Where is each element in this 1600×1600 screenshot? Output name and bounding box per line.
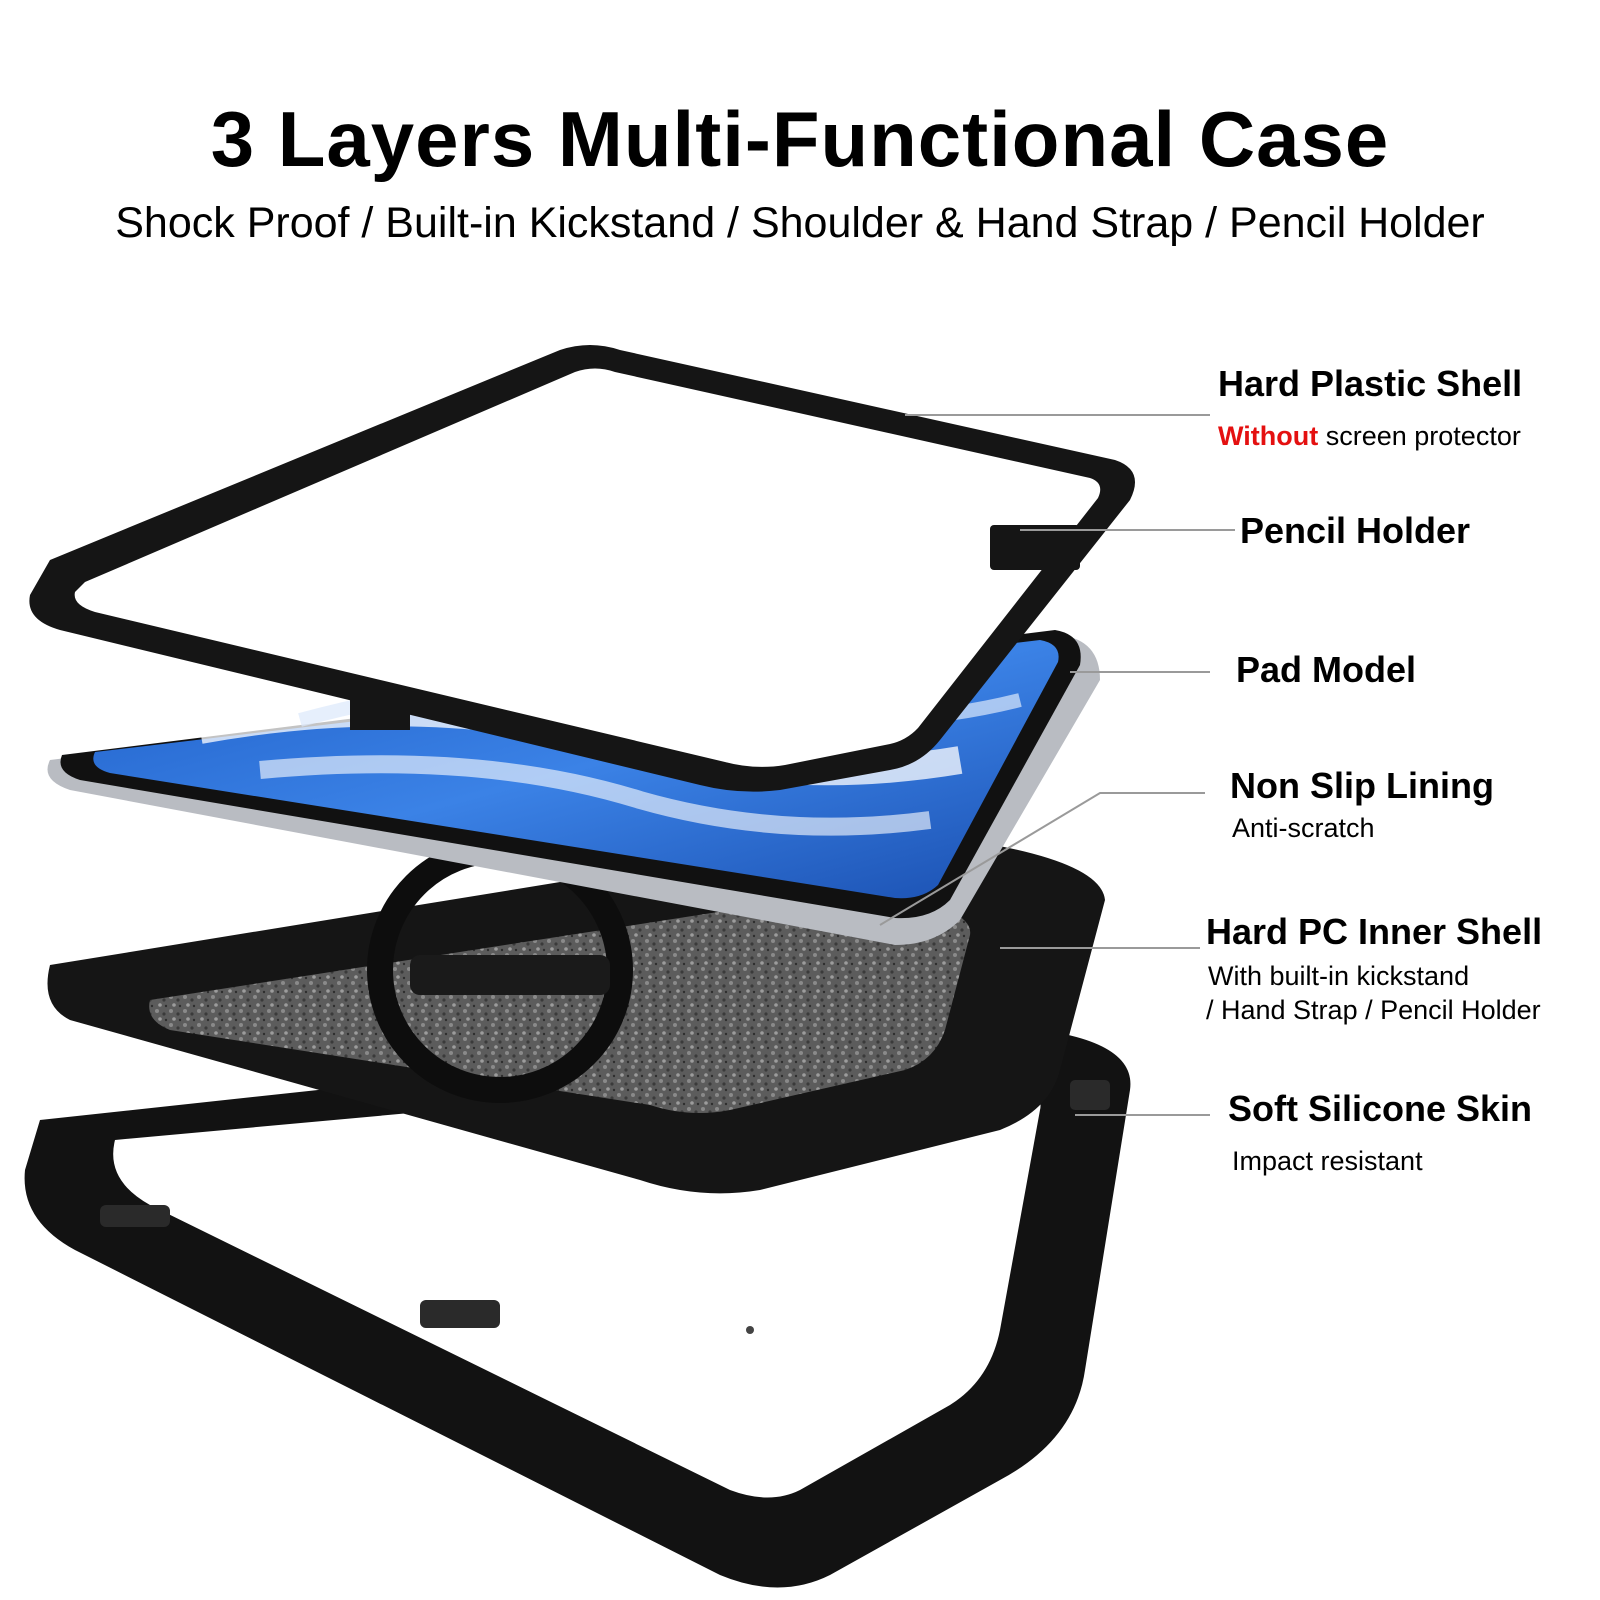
hard-plastic-shell-layer [29,345,1135,792]
callout-soft-silicone-skin-desc: Impact resistant [1232,1146,1423,1176]
callout-pencil-holder: Pencil Holder [1240,510,1471,551]
callout-leader-lines [879,414,1235,1116]
callout-hard-pc-inner-shell-desc-2: / Hand Strap / Pencil Holder [1206,995,1541,1025]
callout-soft-silicone-skin: Soft Silicone Skin [1228,1088,1533,1129]
page-title: 3 Layers Multi-Functional Case [210,95,1390,183]
callout-pad-model: Pad Model [1236,649,1417,690]
callout-hard-pc-inner-shell: Hard PC Inner Shell [1206,911,1543,952]
without-highlight: Without [1218,421,1319,451]
page-subtitle: Shock Proof / Built-in Kickstand / Shoul… [115,199,1485,247]
non-slip-lining [149,890,971,1114]
callout-hard-plastic-shell-desc: Without screen protector [1218,420,1521,454]
callout-non-slip-lining: Non Slip Lining [1230,765,1494,806]
callout-non-slip-lining-desc: Anti-scratch [1232,813,1375,843]
callout-hard-pc-inner-shell-desc-1: With built-in kickstand [1208,961,1470,991]
callout-hard-plastic-shell: Hard Plastic Shell [1218,363,1523,404]
screen-protector-text: screen protector [1325,421,1521,451]
